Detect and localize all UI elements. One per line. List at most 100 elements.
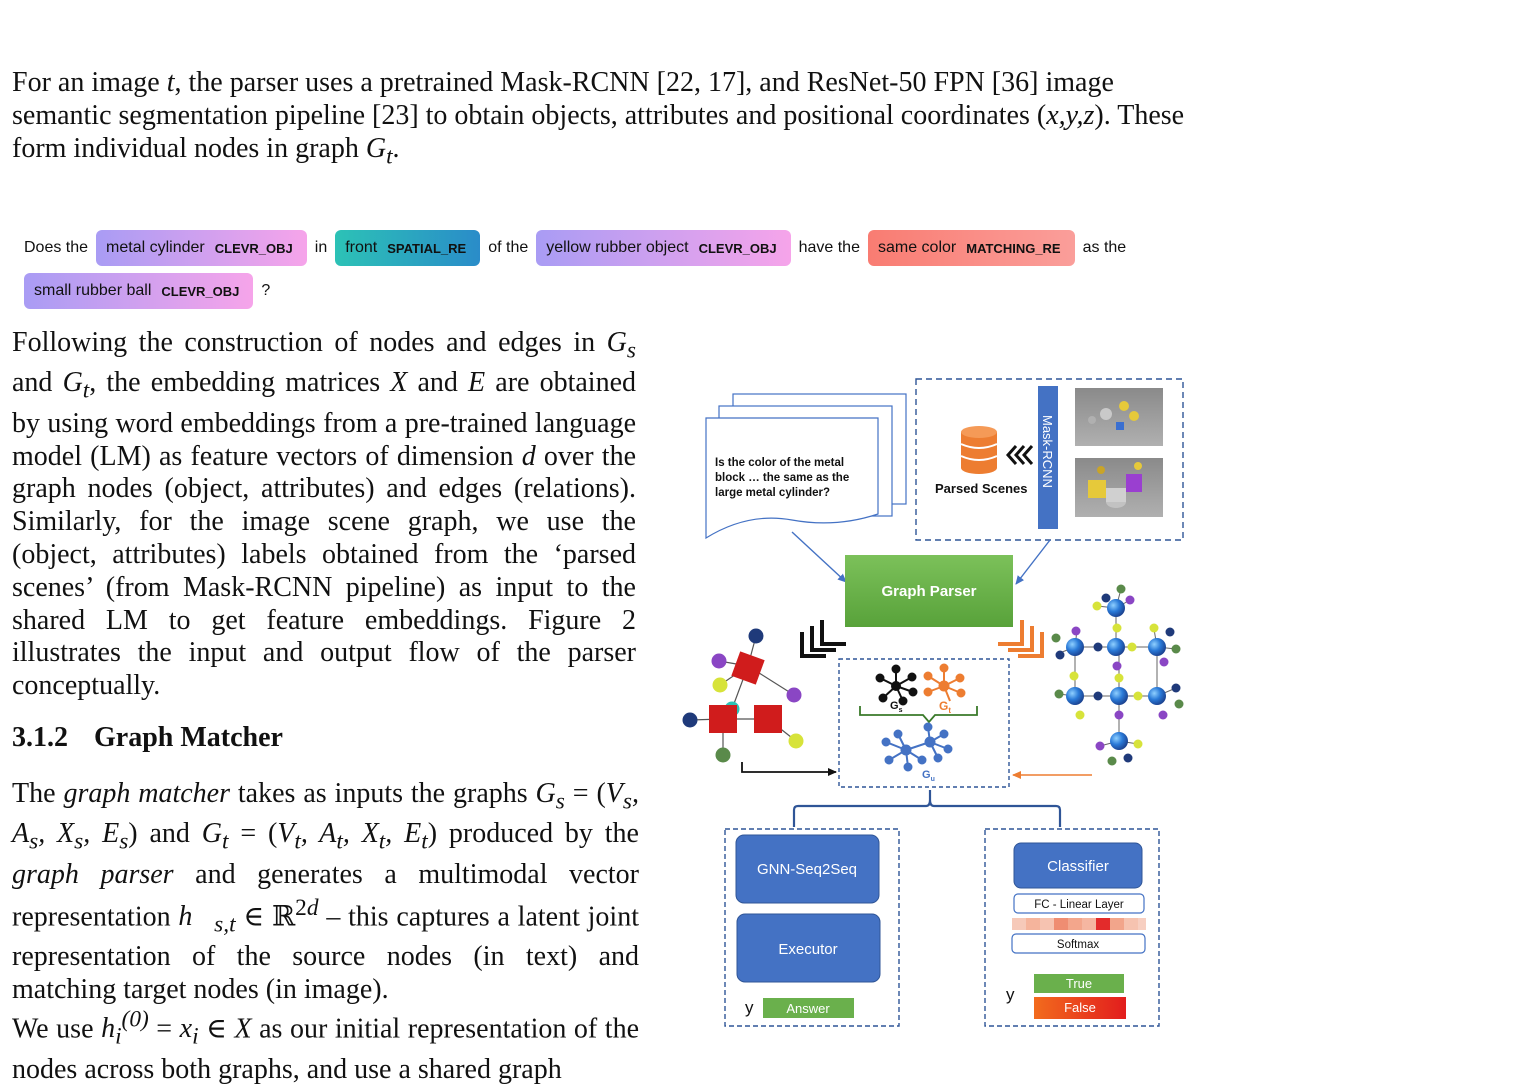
paragraph-1: For an image t, the parser uses a pretra… xyxy=(12,67,1185,170)
document-text-line: Is the color of the metal xyxy=(715,457,844,469)
entity-token: small rubber ball CLEVR_OBJ xyxy=(24,273,254,309)
arrow-scenes-to-parser xyxy=(1015,539,1051,585)
true-label: True xyxy=(1066,976,1092,991)
section-title: Graph Matcher xyxy=(94,722,283,753)
token-label: CLEVR_OBJ xyxy=(161,283,240,299)
document-text-line: block … the same as the xyxy=(715,472,849,484)
entity-token: same color MATCHING_RE xyxy=(867,230,1075,266)
gnn-seq2seq-label: GNN-Seq2Seq xyxy=(757,861,857,878)
scene-thumbnail-2 xyxy=(1075,458,1163,517)
paragraph-3: The graph matcher takes as inputs the gr… xyxy=(12,778,639,1006)
parsed-scenes-label: Parsed Scenes xyxy=(935,481,1028,496)
mask-rcnn-label: Mask-RCNN xyxy=(1040,415,1055,488)
text-segment: , the embedding matrices xyxy=(89,367,391,399)
term-graph-parser: graph parser xyxy=(12,858,174,890)
word: Does the xyxy=(24,239,89,256)
gs-label: Gs xyxy=(890,700,903,714)
arrow-text-graph-to-union xyxy=(741,762,837,776)
graph-union-box xyxy=(838,658,1010,788)
text-segment: ). These form individual nodes in graph xyxy=(12,99,1185,164)
y-right-label: y xyxy=(1006,985,1015,1004)
chevron-down-left-icon xyxy=(800,620,846,658)
text-segment: The xyxy=(12,778,64,809)
tagged-question-line-2: small rubber ball CLEVR_OBJ ? xyxy=(22,273,276,309)
y-left-label: y xyxy=(745,998,754,1017)
executor-label: Executor xyxy=(778,941,837,958)
text-segment: and xyxy=(12,367,63,399)
fc-layer-label: FC - Linear Layer xyxy=(1034,899,1124,911)
classifier-label: Classifier xyxy=(1047,858,1109,875)
merge-brace xyxy=(859,706,978,724)
answer-box xyxy=(763,998,854,1018)
word: in xyxy=(314,239,328,256)
text-segment: and generates a multimodal vector repres… xyxy=(12,858,639,932)
scene-thumbnail-1 xyxy=(1075,388,1163,446)
answer-label: Answer xyxy=(786,1001,830,1016)
database-icon xyxy=(960,426,998,474)
image-graph xyxy=(1051,584,1184,766)
text-segment: over the graph nodes (object, attributes… xyxy=(12,440,636,702)
false-label: False xyxy=(1064,1000,1096,1015)
text-segment: For an image xyxy=(12,67,167,98)
word: have the xyxy=(798,239,860,256)
coordinates-text: x,y,z xyxy=(1046,99,1095,131)
gs-star-graph xyxy=(875,664,918,706)
paragraph-4: We use hi(0) = xi ∈ X as our initial rep… xyxy=(12,1007,639,1085)
arrow-question-to-parser xyxy=(791,531,847,583)
softmax-box xyxy=(1011,933,1146,954)
term-graph-matcher: graph matcher xyxy=(63,778,230,809)
softmax-distribution-bar xyxy=(1012,918,1146,930)
word: as the xyxy=(1082,239,1127,256)
section-number: 3.1.2 xyxy=(12,722,68,753)
section-heading: 3.1.2 Graph Matcher xyxy=(12,720,283,756)
token-text: same color xyxy=(877,239,957,256)
text-segment: and xyxy=(137,818,202,850)
graph-parser-label: Graph Parser xyxy=(881,583,976,600)
figure-svg: Is the color of the metal block … the sa… xyxy=(682,378,1184,1027)
word: ? xyxy=(261,282,271,299)
chevron-left-icon xyxy=(1005,445,1034,465)
graph-parser-box xyxy=(845,555,1013,627)
gt-label: Gt xyxy=(939,699,951,715)
false-box xyxy=(1034,997,1126,1019)
gt-star-graph xyxy=(923,663,966,702)
text-segment: , the parser uses a pretrained Mask-RCNN… xyxy=(12,67,1114,131)
token-label: SPATIAL_RE xyxy=(387,240,467,256)
fc-layer-box xyxy=(1013,893,1145,914)
output-bracket xyxy=(792,790,1062,827)
tagged-question-line-1: Does the metal cylinder CLEVR_OBJ in fron… xyxy=(18,230,1132,266)
entity-token: metal cylinder CLEVR_OBJ xyxy=(96,230,307,266)
text-segment: are obtained by using word embeddings fr… xyxy=(12,367,636,472)
token-text: front xyxy=(345,239,378,256)
question-document-stack: Is the color of the metal block … the sa… xyxy=(705,393,907,540)
text-segment: Following the construction of nodes and … xyxy=(12,327,607,358)
text-graph xyxy=(682,628,804,763)
word: of the xyxy=(488,239,529,256)
text-segment: We use xyxy=(12,1013,102,1045)
text-segment: and xyxy=(407,367,469,399)
token-text: metal cylinder xyxy=(106,239,205,256)
seq2seq-branch-box xyxy=(724,828,900,1027)
executor-box xyxy=(736,913,881,983)
true-box xyxy=(1034,974,1124,993)
gu-label: Gu xyxy=(922,769,935,783)
text-segment: produced by the xyxy=(437,818,639,850)
paragraph-2: Following the construction of nodes and … xyxy=(12,327,636,702)
gnn-seq2seq-box xyxy=(735,834,880,904)
entity-token: front SPATIAL_RE xyxy=(335,230,481,266)
mask-rcnn-bar xyxy=(1038,386,1058,529)
classifier-box xyxy=(1013,842,1143,889)
classifier-branch-box xyxy=(984,828,1160,1027)
chevron-down-right-icon xyxy=(998,620,1044,658)
text-segment: . xyxy=(392,132,400,164)
text-segment: takes as inputs the graphs xyxy=(229,778,536,809)
token-label: CLEVR_OBJ xyxy=(214,240,293,256)
token-text: small rubber ball xyxy=(34,282,152,299)
softmax-label: Softmax xyxy=(1057,939,1099,951)
gu-star-graph xyxy=(881,722,953,772)
token-label: CLEVR_OBJ xyxy=(698,240,777,256)
architecture-figure: Is the color of the metal block … the sa… xyxy=(676,370,1196,1040)
token-label: MATCHING_RE xyxy=(966,240,1061,256)
text-segment: – this captures a latent joint represent… xyxy=(12,900,639,1006)
